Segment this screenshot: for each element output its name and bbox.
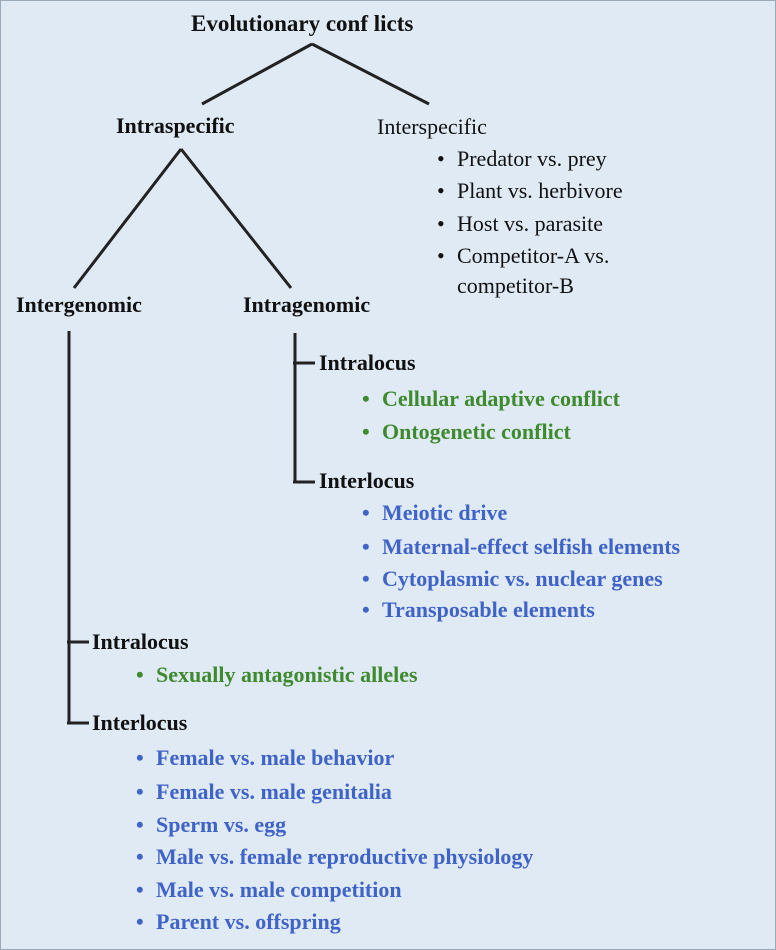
bullet-icon: • (136, 812, 144, 837)
interspecific-item: •Competitor-A vs. (437, 243, 610, 268)
intragenomic-interlocus-item: •Cytoplasmic vs. nuclear genes (362, 566, 663, 591)
line-intraspecific-intergenomic (72, 148, 183, 289)
bullet-icon: • (136, 909, 144, 934)
intragenomic-interlocus-item: •Meiotic drive (362, 500, 508, 525)
bullet-icon: • (362, 386, 370, 411)
interspecific-item: •Host vs. parasite (437, 211, 604, 236)
node-intragenomic: Intragenomic (243, 292, 371, 317)
intragenomic-interlocus-item: •Transposable elements (362, 597, 595, 622)
node-intragenomic-interlocus: Interlocus (319, 468, 415, 493)
intragenomic-intralocus-item: •Ontogenetic conflict (362, 419, 571, 444)
bullet-icon: • (437, 146, 445, 171)
bullet-icon: • (437, 211, 445, 236)
bullet-icon: • (437, 243, 445, 268)
bullet-icon: • (136, 745, 144, 770)
intergenomic-interlocus-item: •Male vs. female reproductive physiology (136, 844, 534, 869)
line-intraspecific-intragenomic (179, 148, 293, 289)
interspecific-item: •Predator vs. prey (437, 146, 607, 171)
node-intraspecific: Intraspecific (116, 113, 235, 138)
interspecific-item: •Plant vs. herbivore (437, 178, 623, 203)
bullet-icon: • (136, 662, 144, 687)
intergenomic-interlocus-item: •Female vs. male genitalia (136, 779, 392, 804)
bullet-icon: • (362, 419, 370, 444)
bullet-icon: • (362, 534, 370, 559)
bullet-icon: • (362, 500, 370, 525)
intergenomic-interlocus-item: •Sperm vs. egg (136, 812, 287, 837)
node-intragenomic-intralocus: Intralocus (319, 350, 416, 375)
intragenomic-intralocus-item: •Cellular adaptive conflict (362, 386, 620, 411)
node-intergenomic-interlocus: Interlocus (92, 710, 188, 735)
intergenomic-interlocus-item: •Male vs. male competition (136, 877, 402, 902)
interspecific-item-continuation: competitor-B (457, 273, 574, 298)
bullet-icon: • (136, 877, 144, 902)
intragenomic-interlocus-item: •Maternal-effect selfish elements (362, 534, 681, 559)
intergenomic-intralocus-item: •Sexually antagonistic alleles (136, 662, 418, 687)
line-root-interspecific (311, 42, 430, 106)
bullet-icon: • (136, 844, 144, 869)
intergenomic-interlocus-item: •Parent vs. offspring (136, 909, 341, 934)
node-intergenomic-intralocus: Intralocus (92, 629, 189, 654)
node-intergenomic: Intergenomic (16, 292, 142, 317)
intergenomic-interlocus-item: •Female vs. male behavior (136, 745, 395, 770)
node-interspecific: Interspecific (377, 114, 487, 139)
bullet-icon: • (437, 178, 445, 203)
diagram-title: Evolutionary conf licts (191, 11, 414, 36)
bullet-icon: • (136, 779, 144, 804)
bullet-icon: • (362, 597, 370, 622)
bullet-icon: • (362, 566, 370, 591)
line-root-intraspecific (201, 42, 313, 106)
